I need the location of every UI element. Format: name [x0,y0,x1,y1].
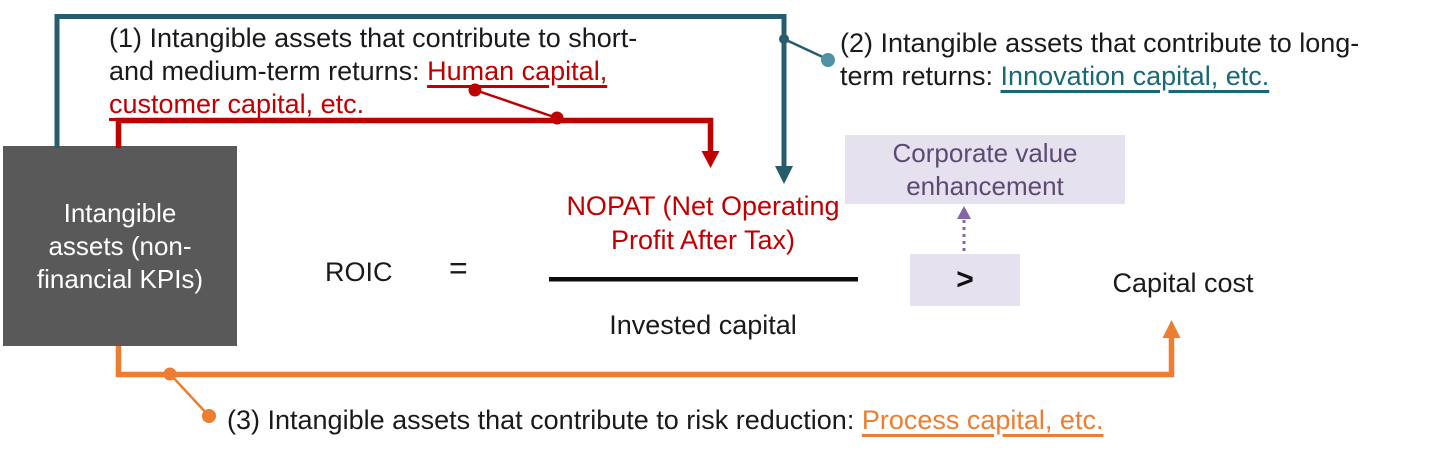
note3-callout-dot-start [163,367,177,381]
risk-reduction-arrowhead [1162,320,1181,338]
note2-callout-dot-start [779,34,789,44]
note2-line2: term returns: Innovation capital, etc. [840,61,1270,91]
note1-line1: (1) Intangible assets that contribute to… [109,23,638,53]
note1-line2: and medium-term returns: Human capital, [109,56,608,86]
short-medium-term-arrowhead [701,151,720,168]
value-enhancement-arrowhead [957,206,971,219]
greater-than-symbol: > [956,263,974,296]
note1-highlight-human-capital: Human capital, [427,56,608,86]
note-short-medium-term: (1) Intangible assets that contribute to… [109,22,637,121]
note-risk-reduction: (3) Intangible assets that contribute to… [227,405,1104,435]
greater-than-box: > [910,254,1020,306]
formula-denominator-invested-capital: Invested capital [609,310,797,340]
note1-line3: customer capital, etc. [109,88,637,121]
note1-highlight-customer-capital: customer capital, etc. [109,89,365,119]
corporate-value-box: Corporate value enhancement [845,135,1125,204]
formula-numerator-nopat: NOPAT (Net Operating Profit After Tax) [566,191,840,255]
note3-highlight-process-capital: Process capital, etc. [861,405,1104,435]
intangible-assets-box: Intangible assets (non-financial KPIs) [3,146,237,346]
formula-lhs-roic: ROIC [325,257,393,287]
capital-cost-label: Capital cost [1112,268,1254,298]
note-long-term: (2) Intangible assets that contribute to… [840,27,1359,93]
note3-callout-line [169,373,209,416]
equals-sign: = [449,250,468,286]
note2-callout-line [783,37,828,61]
fraction-bar [549,277,858,282]
corporate-value-label: Corporate value enhancement [892,137,1078,201]
note2-line1: (2) Intangible assets that contribute to… [840,28,1360,58]
long-term-arrowhead [775,166,793,184]
note2-highlight-innovation-capital: Innovation capital, etc. [1000,61,1270,91]
note3-callout-dot-end [202,409,216,423]
note2-callout-dot-end [821,53,835,67]
risk-reduction-arrow-line [115,336,1175,378]
intangible-assets-label: Intangible assets (non-financial KPIs) [36,197,204,294]
